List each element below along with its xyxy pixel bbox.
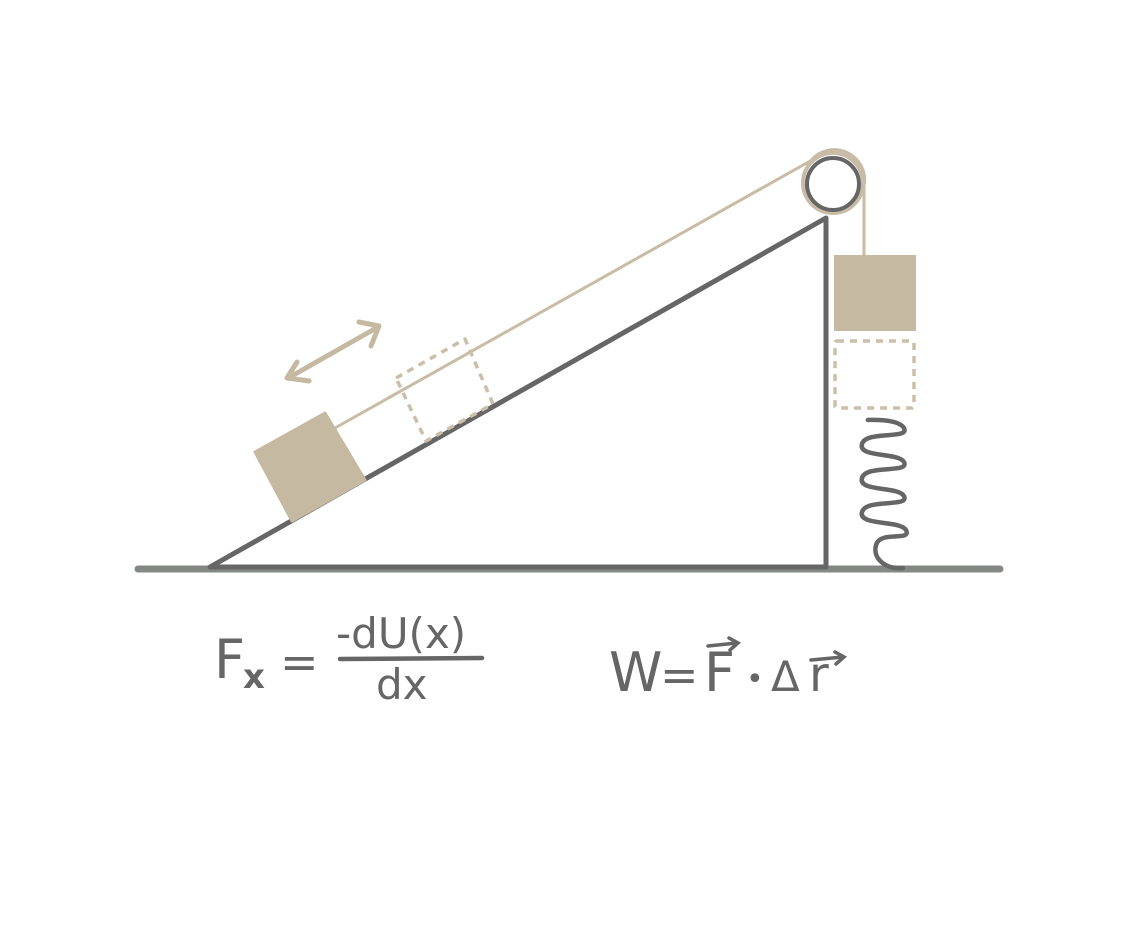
spring (859, 417, 909, 571)
block-on-incline-previous-position (394, 337, 495, 443)
force-denominator: dx (376, 660, 428, 709)
work-equation: W = F • Δ r (609, 636, 848, 704)
vector-r: r (809, 647, 829, 703)
vector-arrow-icon (706, 636, 742, 652)
hanging-block-previous-position (833, 339, 916, 410)
dot-operator: • (746, 662, 764, 697)
hanging-block (834, 255, 916, 331)
pulley (801, 151, 865, 215)
rope (334, 148, 867, 430)
force-symbol: F (214, 628, 245, 691)
motion-double-arrow-icon (284, 319, 382, 384)
work-equals: = (660, 648, 699, 702)
block-on-incline (253, 411, 367, 523)
force-equals: = (280, 635, 319, 689)
fraction-bar (337, 655, 485, 662)
incline (207, 215, 829, 570)
force-subscript: x (243, 657, 265, 697)
force-numerator: -dU(x) (336, 609, 466, 658)
vector-arrow-icon (809, 650, 848, 666)
work-symbol: W (609, 641, 662, 704)
force-equation: F x = -dU(x) dx (214, 609, 485, 709)
delta-symbol: Δ (771, 652, 800, 701)
